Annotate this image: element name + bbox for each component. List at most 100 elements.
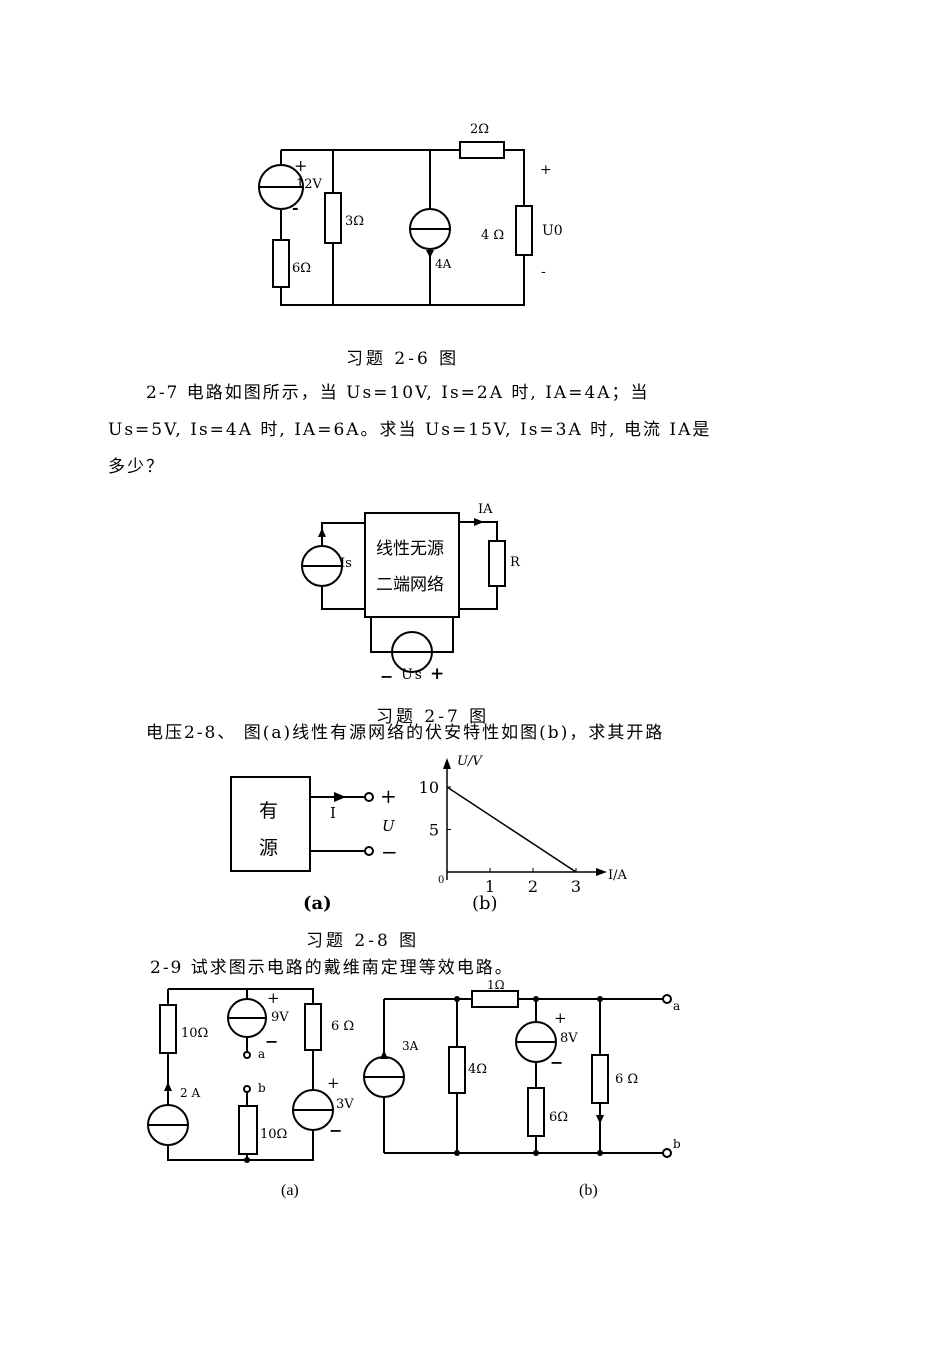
label-6ohm-mid: 6Ω bbox=[549, 1110, 569, 1125]
y-tick-label: 5 bbox=[429, 821, 439, 840]
label-4ohm: 4 Ω bbox=[481, 228, 505, 243]
label-b: (b) bbox=[472, 893, 498, 914]
label-a: (a) bbox=[303, 893, 332, 914]
x-axis-arrow-icon bbox=[596, 868, 607, 876]
label-1ohm: 1Ω bbox=[487, 978, 505, 992]
y-axis-arrow-icon bbox=[443, 758, 451, 769]
arrow-up-icon bbox=[380, 1050, 388, 1059]
label-u0: U0 bbox=[542, 223, 563, 239]
resistor-r bbox=[488, 540, 506, 587]
label-us-minus: − bbox=[380, 667, 394, 686]
terminal-a bbox=[243, 1051, 251, 1059]
label-8v: 8V bbox=[560, 1031, 578, 1046]
problem-2-8-line1: 电压2-8、 图(a)线性有源网络的伏安特性如图(b)，求其开路 bbox=[146, 723, 665, 743]
label-node-a: a bbox=[258, 1047, 266, 1061]
label-node-b: b bbox=[258, 1081, 266, 1095]
label-6ohm: 6 Ω bbox=[331, 1019, 355, 1034]
caption-2-6: 习题 2-6 图 bbox=[346, 349, 460, 369]
resistor-6ohm-right bbox=[591, 1054, 609, 1104]
network-label-line2: 二端网络 bbox=[376, 575, 444, 595]
label-10ohm-bottom: 10Ω bbox=[260, 1127, 288, 1142]
arrow-right-icon bbox=[334, 792, 346, 802]
terminal-bottom bbox=[364, 846, 374, 856]
label-is: Is bbox=[340, 556, 352, 571]
label-8v-plus: + bbox=[554, 1009, 567, 1027]
label-us-plus: + bbox=[430, 664, 445, 684]
label-6ohm: 6Ω bbox=[292, 261, 312, 276]
label-9v: 9V bbox=[271, 1010, 289, 1025]
problem-2-7-line3: 多少？ bbox=[108, 457, 165, 477]
x-tick-label: 1 bbox=[485, 877, 495, 896]
resistor-2ohm bbox=[459, 141, 505, 159]
network-box bbox=[364, 512, 460, 618]
label-r: R bbox=[510, 555, 520, 570]
label-2ohm: 2Ω bbox=[470, 122, 490, 137]
label-3v-minus: − bbox=[329, 1121, 343, 1140]
label-out-plus: + bbox=[540, 162, 552, 178]
label-9v-minus: − bbox=[265, 1032, 279, 1051]
resistor-6ohm bbox=[272, 239, 290, 288]
label-9v-plus: + bbox=[267, 989, 280, 1007]
label-node-b: b bbox=[673, 1137, 681, 1151]
box-label-line2: 源 bbox=[259, 837, 279, 859]
label-minus: − bbox=[381, 840, 398, 864]
x-tick-label: 2 bbox=[528, 877, 538, 896]
arrow-down-icon bbox=[596, 1115, 604, 1124]
terminal-a bbox=[662, 994, 672, 1004]
label-ia: IA bbox=[478, 502, 493, 517]
resistor-3ohm bbox=[324, 192, 342, 244]
arrow-up-icon bbox=[164, 1082, 172, 1091]
terminal-b bbox=[243, 1085, 251, 1093]
label-10ohm-left: 10Ω bbox=[181, 1026, 209, 1041]
label-4ohm: 4Ω bbox=[468, 1062, 488, 1077]
problem-2-7-line2: Us=5V, Is=4A 时, IA=6A。求当 Us=15V, Is=3A 时… bbox=[108, 420, 712, 440]
iv-line bbox=[446, 786, 577, 873]
y-tick-label: 10 bbox=[419, 778, 439, 797]
label-node-a: a bbox=[673, 999, 681, 1013]
label-a: (a) bbox=[281, 1182, 299, 1199]
x-tick-label: 3 bbox=[571, 877, 581, 896]
label-plus: + bbox=[294, 156, 308, 175]
label-out-minus: - bbox=[541, 264, 546, 280]
label-3v: 3V bbox=[336, 1097, 354, 1112]
resistor-bottom-10ohm bbox=[238, 1105, 258, 1155]
label-3v-plus: + bbox=[327, 1074, 340, 1092]
resistor-1ohm bbox=[471, 990, 519, 1008]
resistor-right-6ohm bbox=[304, 1003, 322, 1051]
box-label-line1: 有 bbox=[259, 800, 279, 822]
label-2a: 2 A bbox=[180, 1086, 201, 1100]
x-axis-label: I/A bbox=[608, 868, 627, 883]
label-us: Us bbox=[401, 667, 424, 683]
label-3ohm: 3Ω bbox=[345, 214, 365, 229]
label-minus: - bbox=[292, 198, 299, 217]
origin-label: 0 bbox=[438, 875, 445, 886]
label-plus: + bbox=[380, 784, 397, 808]
label-8v-minus: − bbox=[550, 1053, 564, 1072]
arrow-right-icon bbox=[474, 518, 484, 526]
terminal-top bbox=[364, 792, 374, 802]
label-b: (b) bbox=[579, 1182, 598, 1199]
arrow-up-icon bbox=[318, 528, 326, 537]
label-voltage-u: U bbox=[382, 817, 395, 835]
arrow-down-icon bbox=[426, 250, 434, 258]
caption-2-7: 习题 2-7 图 bbox=[376, 707, 490, 727]
label-3a: 3A bbox=[402, 1039, 419, 1053]
resistor-left-10ohm bbox=[159, 1004, 177, 1054]
resistor-4ohm bbox=[515, 205, 533, 256]
resistor-6ohm-mid bbox=[527, 1087, 545, 1137]
caption-2-8: 习题 2-8 图 bbox=[306, 931, 420, 951]
problem-2-7-line1: 2-7 电路如图所示，当 Us=10V, Is=2A 时, IA=4A；当 bbox=[146, 383, 650, 403]
label-6ohm-right: 6 Ω bbox=[615, 1072, 639, 1087]
network-label-line1: 线性无源 bbox=[376, 539, 444, 559]
problem-2-9-line1: 2-9 试求图示电路的戴维南定理等效电路。 bbox=[150, 958, 514, 978]
y-axis-label: U/V bbox=[457, 754, 482, 769]
resistor-4ohm bbox=[448, 1046, 466, 1094]
terminal-b bbox=[662, 1148, 672, 1158]
label-4a: 4A bbox=[435, 257, 452, 271]
